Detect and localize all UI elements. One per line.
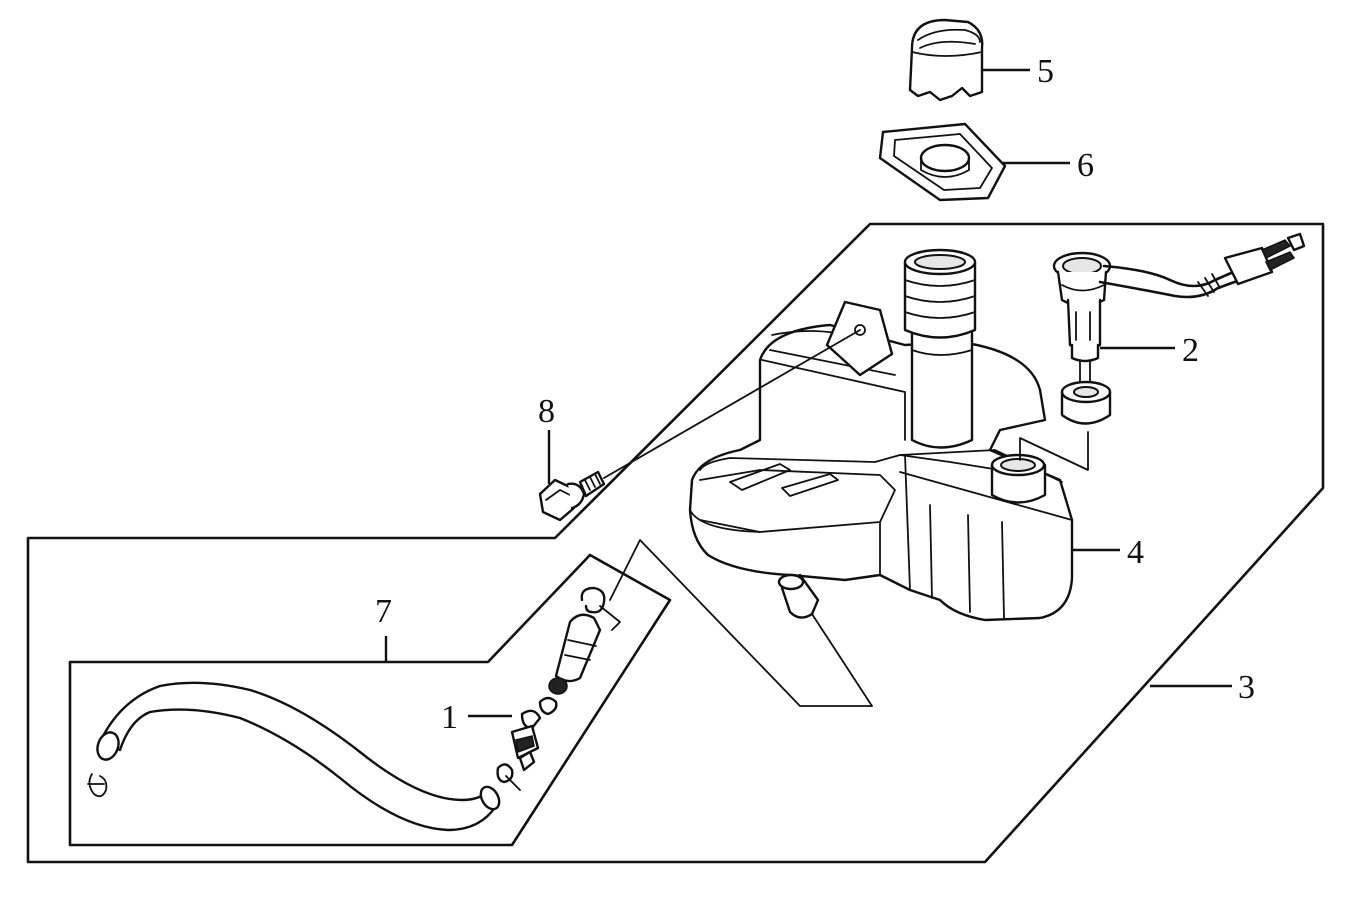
outlet-alignment-line: [609, 539, 873, 707]
callout-5: 5: [1037, 53, 1054, 90]
tank-outlet: [777, 573, 820, 619]
cap-plate-part-6: [878, 122, 1007, 202]
bolt-part-8: [538, 470, 606, 522]
bolt-alignment-line: [603, 329, 861, 479]
fuel-sender-part-2: [1052, 232, 1306, 425]
filler-neck: [903, 248, 977, 449]
callout-2: 2: [1182, 332, 1199, 369]
hose-assembly-boundary-7: [68, 553, 672, 847]
fuel-hose: [87, 681, 501, 832]
callout-8: 8: [538, 393, 555, 430]
callout-6: 6: [1077, 147, 1094, 184]
callout-1: 1: [441, 699, 458, 736]
sender-port: [990, 453, 1047, 504]
callout-7: 7: [375, 593, 392, 630]
assembly-boundary-3: [26, 222, 1325, 864]
callout-4: 4: [1127, 534, 1144, 571]
fuel-filter-part-1: [496, 586, 621, 791]
fuel-cap-part-5: [908, 18, 984, 102]
callout-3: 3: [1238, 669, 1255, 706]
sender-alignment-line: [1019, 431, 1089, 471]
mounting-bracket: [825, 300, 894, 377]
